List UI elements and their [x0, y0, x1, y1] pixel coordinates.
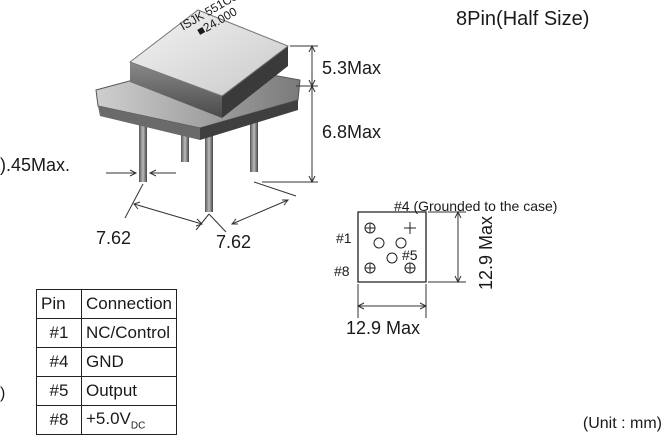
table-header-row: Pin Connection [36, 289, 178, 319]
pin-diameter-label: ).45Max. [0, 155, 71, 175]
connection-cell: NC/Control [80, 318, 178, 348]
connection-cell: +5.0VDC [80, 405, 178, 435]
left-edge-mark: ) [0, 385, 6, 402]
connection-subscript: DC [130, 420, 146, 432]
pin-diameter-leader [106, 169, 176, 177]
body-depth-label: 12.9 Max [476, 215, 496, 290]
pin-header: Pin [36, 289, 82, 319]
pin5-label: #5 [402, 247, 418, 263]
pin-cell: #8 [36, 405, 82, 435]
pitch-dimension-lines [124, 181, 297, 233]
table-row: #1 NC/Control [36, 318, 178, 348]
bottom-view [356, 210, 466, 318]
pin8-label: #8 [334, 263, 350, 279]
top-height-label: 5.3Max [322, 58, 382, 78]
connection-text: +5.0V [86, 408, 131, 428]
pin-cell: #5 [36, 376, 82, 406]
pin1-label: #1 [336, 230, 352, 246]
pin-height-label: 6.8Max [322, 122, 382, 142]
pitch-label-b: 7.62 [216, 232, 252, 252]
pin4-note: #4 (Grounded to the case) [394, 198, 558, 214]
pin-connection-table: Pin Connection #1 NC/Control #4 GND #5 O… [36, 289, 178, 435]
table-row: #5 Output [36, 376, 178, 406]
pins [139, 110, 258, 212]
height-dimension-lines [262, 44, 318, 184]
connection-header: Connection [80, 289, 178, 319]
pin-cell: #1 [36, 318, 82, 348]
connection-cell: Output [80, 376, 178, 406]
connection-cell: GND [80, 347, 178, 377]
package-body [128, 9, 290, 118]
table-row: #4 GND [36, 347, 178, 377]
pitch-label-a: 7.62 [96, 228, 132, 248]
body-width-label: 12.9 Max [346, 318, 421, 338]
table-row: #8 +5.0VDC [36, 405, 178, 435]
pin-cell: #4 [36, 347, 82, 377]
unit-note: (Unit : mm) [582, 415, 662, 432]
diagram-title: 8Pin(Half Size) [456, 8, 590, 30]
